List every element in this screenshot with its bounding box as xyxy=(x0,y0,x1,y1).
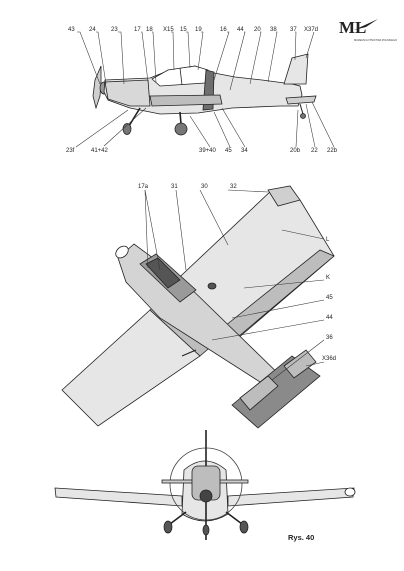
callout-l: L xyxy=(326,237,330,243)
figure-caption: Rys. 40 xyxy=(288,533,314,542)
side-tail-wheel-strut xyxy=(299,103,304,115)
callout-31: 31 xyxy=(171,184,178,190)
callout-32: 32 xyxy=(230,184,237,190)
callout-45: 45 xyxy=(225,148,232,154)
callout-x37d: X37d xyxy=(304,27,318,33)
front-nose-wheel xyxy=(202,524,210,536)
side-main-gear-strut xyxy=(128,107,141,127)
callout-k: K xyxy=(326,275,330,281)
plan-spinner xyxy=(115,245,129,259)
side-view-callouts: 43 24 23 17 18 X15 15 19 16 44 20 38 37 … xyxy=(66,27,338,154)
plan-right-wingtip xyxy=(267,185,301,207)
callout-20: 20 xyxy=(254,27,261,33)
callout-39-40: 39+40 xyxy=(199,148,217,154)
side-view xyxy=(92,53,317,136)
callout-41-42: 41+42 xyxy=(91,148,109,154)
side-canopy-frame xyxy=(179,67,183,86)
plan-antenna xyxy=(181,349,197,357)
front-view xyxy=(54,430,356,540)
side-rear-wheel xyxy=(174,122,188,136)
plan-view-callouts: 17a 31 30 32 L K 45 44 36 X36d xyxy=(138,184,336,362)
callout-37: 37 xyxy=(290,27,297,33)
plan-view xyxy=(61,185,335,429)
plan-cockpit xyxy=(145,257,181,289)
logo-wing-icon xyxy=(354,19,378,30)
callout-19: 19 xyxy=(195,27,202,33)
callout-44-plan: 44 xyxy=(326,315,333,321)
callout-17: 17 xyxy=(134,27,141,33)
side-engine-cowling xyxy=(104,79,151,107)
front-left-wing xyxy=(54,487,183,507)
museum-logo: ML MUZEUM LOTNICTWA POLSKIEGO xyxy=(339,18,397,42)
front-spinner xyxy=(199,489,213,503)
front-right-gear-strut xyxy=(225,511,243,525)
logo-mark: ML xyxy=(339,18,366,37)
callout-16: 16 xyxy=(220,27,227,33)
side-tail-wheel xyxy=(300,113,306,119)
callout-23f: 23f xyxy=(66,148,75,154)
callout-43: 43 xyxy=(68,27,75,33)
callout-x15: X15 xyxy=(163,27,174,33)
side-stabilizer xyxy=(285,95,317,105)
side-rear-gear-strut xyxy=(179,111,182,125)
front-left-gear-strut xyxy=(169,511,187,525)
callout-15: 15 xyxy=(180,27,187,33)
callout-22: 22 xyxy=(311,148,318,154)
side-tail-fin xyxy=(283,53,309,85)
callout-20b: 20b xyxy=(290,148,301,154)
side-view-leaders xyxy=(75,31,335,148)
callout-38: 38 xyxy=(270,27,277,33)
callout-44: 44 xyxy=(237,27,244,33)
logo-subtitle: MUZEUM LOTNICTWA POLSKIEGO xyxy=(354,38,397,42)
callout-18: 18 xyxy=(146,27,153,33)
callout-22b: 22b xyxy=(327,148,338,154)
callout-23: 23 xyxy=(111,27,118,33)
front-right-wingtip xyxy=(344,487,356,497)
plan-elevator-left xyxy=(239,375,279,411)
plan-wing-detail xyxy=(207,282,217,290)
callout-30: 30 xyxy=(201,184,208,190)
callout-45-plan: 45 xyxy=(326,295,333,301)
front-right-wing xyxy=(227,487,355,507)
side-propeller-blade xyxy=(92,65,102,110)
callout-34: 34 xyxy=(241,148,248,154)
side-canopy xyxy=(151,65,209,87)
front-right-wheel xyxy=(239,520,249,534)
callout-x36d: X36d xyxy=(322,356,336,362)
callout-17a: 17a xyxy=(138,184,149,190)
plan-elevator-right xyxy=(283,349,317,379)
callout-24: 24 xyxy=(89,27,96,33)
side-wing xyxy=(149,94,223,107)
front-left-wheel xyxy=(163,520,173,534)
plan-view-leaders xyxy=(144,189,325,381)
callout-36: 36 xyxy=(326,335,333,341)
